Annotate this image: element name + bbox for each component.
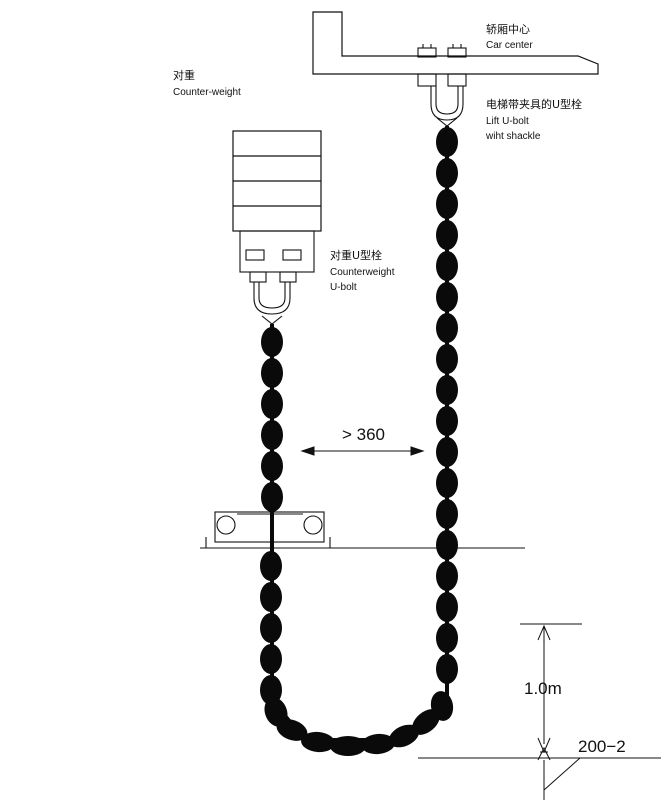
car-center-en: Car center	[486, 40, 533, 51]
car-bracket-bolts	[417, 44, 467, 87]
chain-link-10	[436, 437, 458, 467]
chain-link-36	[430, 691, 454, 721]
chain-link-29	[264, 697, 288, 727]
chain-link-30	[276, 719, 308, 741]
chain-link-35	[412, 709, 440, 735]
chain-link-17	[436, 654, 458, 684]
chain-link-3	[436, 220, 458, 250]
counterweight-zh: 对重	[173, 68, 195, 82]
counterweight-u-bolt	[253, 282, 291, 325]
counterweight-en: Counter-weight	[173, 87, 241, 98]
chain-link-4	[436, 251, 458, 281]
chain-link-25	[260, 582, 282, 612]
chain-link-16	[436, 623, 458, 653]
car-bracket	[312, 11, 599, 75]
chain-link-34	[388, 724, 420, 748]
chain-link-0	[436, 127, 458, 157]
chain-link-2	[436, 189, 458, 219]
lift-ubolt-en-2: wiht shackle	[485, 131, 541, 142]
gap-dimension-label: > 360	[342, 425, 385, 444]
chain-link-20	[261, 389, 283, 419]
chain-link-5	[436, 282, 458, 312]
chain-link-28	[260, 675, 282, 705]
chain-link-33	[361, 733, 395, 755]
chain-link-15	[436, 592, 458, 622]
height-dimension-arrow	[537, 624, 551, 754]
chain-link-13	[436, 530, 458, 560]
counterweight-bracket	[239, 230, 315, 283]
clearance-dimension-label: 200−2	[578, 737, 626, 756]
car-center-zh: 轿厢中心	[486, 22, 530, 36]
chain-link-11	[436, 468, 458, 498]
chain-link-19	[261, 358, 283, 388]
cw-ubolt-en-1: Counterweight	[330, 267, 395, 278]
compensation-chain	[260, 126, 458, 756]
lift-u-bolt	[430, 86, 464, 127]
chain-link-32	[330, 736, 366, 756]
chain-link-7	[436, 344, 458, 374]
chain-link-26	[260, 613, 282, 643]
clearance-dimension-arrow	[537, 746, 650, 800]
chain-link-8	[436, 375, 458, 405]
chain-link-18	[261, 327, 283, 357]
chain-link-24	[260, 551, 282, 581]
guide-device	[205, 511, 331, 549]
chain-link-9	[436, 406, 458, 436]
chain-link-21	[261, 420, 283, 450]
chain-link-23	[261, 482, 283, 512]
counterweight-block	[232, 130, 322, 232]
chain-link-1	[436, 158, 458, 188]
cw-ubolt-zh: 对重U型栓	[330, 248, 382, 262]
cw-ubolt-en-2: U-bolt	[330, 282, 357, 293]
chain-link-27	[260, 644, 282, 674]
height-dimension-label: 1.0m	[524, 679, 562, 698]
lift-ubolt-zh: 电梯带夹具的U型栓	[486, 97, 582, 111]
gap-dimension-arrow	[300, 446, 425, 456]
chain-link-31	[301, 731, 335, 753]
chain-link-12	[436, 499, 458, 529]
chain-link-14	[436, 561, 458, 591]
chain-link-22	[261, 451, 283, 481]
lift-ubolt-en-1: Lift U-bolt	[486, 116, 529, 127]
chain-link-6	[436, 313, 458, 343]
